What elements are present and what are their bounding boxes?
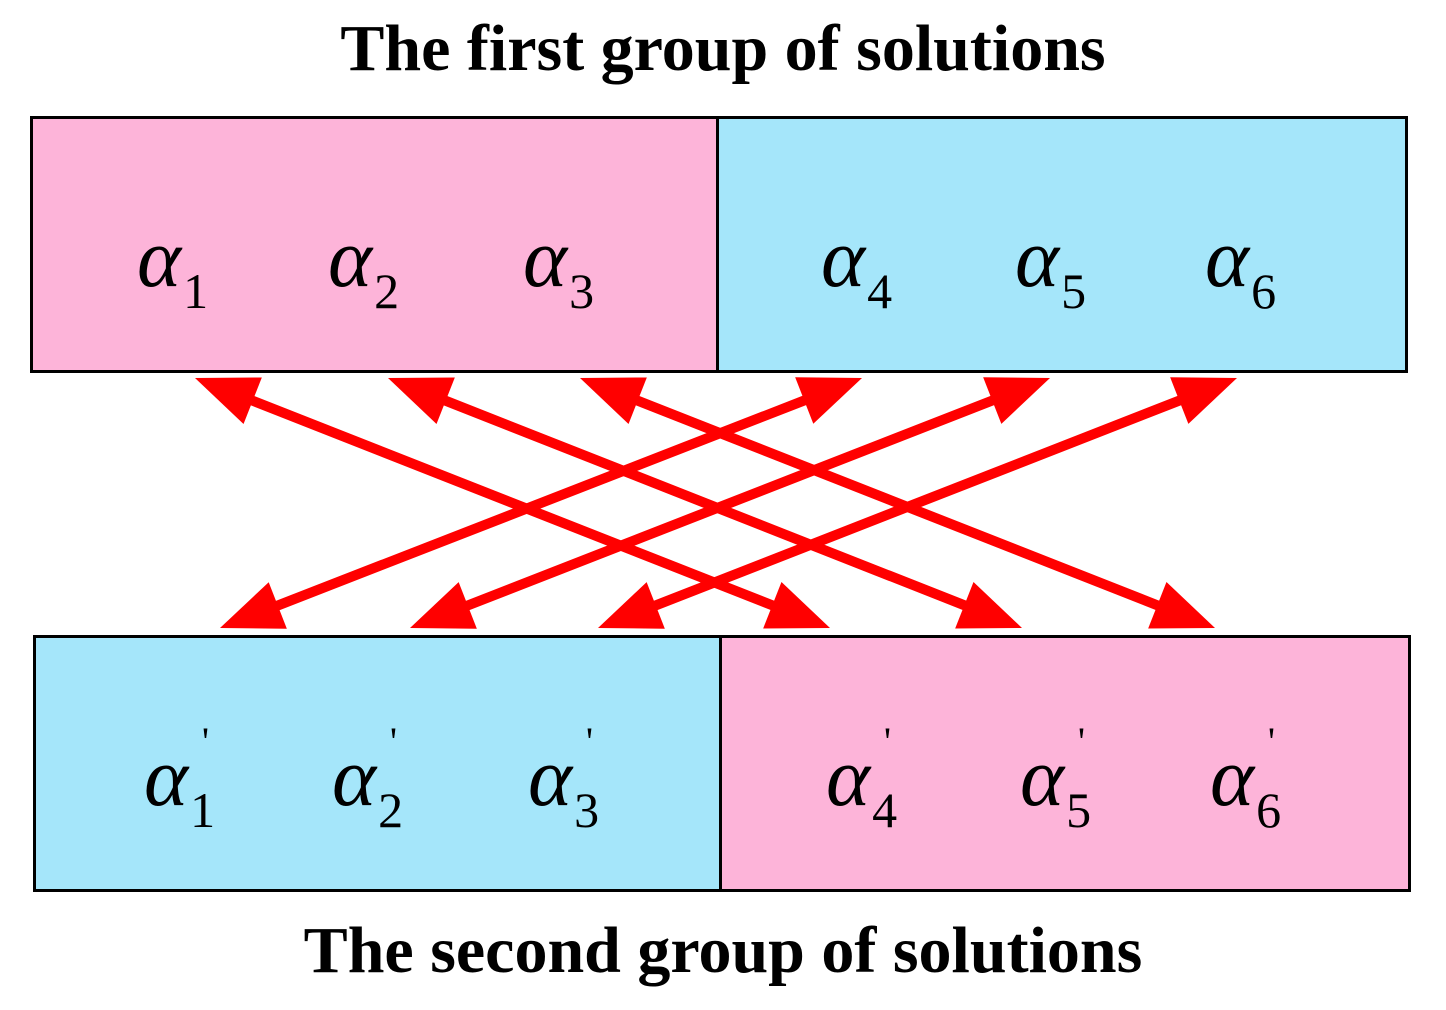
arrowhead-4-1-top <box>795 377 862 424</box>
alpha-prime-5: α'5 <box>1020 719 1092 838</box>
arrow-line-1-4 <box>244 393 781 613</box>
arrowhead-4-1-bottom <box>220 582 287 629</box>
alpha-prime-6: α'6 <box>1210 719 1282 838</box>
arrowhead-1-4-top <box>195 377 262 424</box>
arrow-line-5-2 <box>459 393 1001 613</box>
alpha-4: α4 <box>821 212 893 319</box>
arrowhead-3-6-bottom <box>1148 582 1215 629</box>
alpha-prime-4: α'4 <box>826 719 898 838</box>
arrowhead-1-4-bottom <box>763 582 830 629</box>
second-group-left-half <box>36 638 722 889</box>
arrowhead-6-3-bottom <box>598 582 665 629</box>
first-group-box: α1 α2 α3 α4 α5 α6 <box>30 116 1408 373</box>
arrowhead-2-5-bottom <box>955 581 1022 629</box>
arrowhead-5-2-top <box>983 377 1050 424</box>
second-group-right-half <box>722 638 1408 889</box>
alpha-prime-3: α'3 <box>528 719 600 838</box>
second-group-box: α'1 α'2 α'3 α'4 α'5 α'6 <box>33 635 1411 892</box>
first-group-left-half <box>33 119 719 370</box>
second-group-title: The second group of solutions <box>303 914 1143 987</box>
arrow-line-6-3 <box>647 393 1188 613</box>
arrow-line-2-5 <box>437 393 973 613</box>
alpha-prime-2: α'2 <box>332 719 404 838</box>
arrowhead-6-3-top <box>1170 377 1237 424</box>
arrowhead-2-5-top <box>388 377 455 425</box>
first-group-title: The first group of solutions <box>340 12 1106 85</box>
alpha-3: α3 <box>523 212 595 319</box>
alpha-1: α1 <box>137 212 209 319</box>
alpha-6: α6 <box>1205 212 1277 319</box>
alpha-prime-1: α'1 <box>144 719 216 838</box>
alpha-5: α5 <box>1015 212 1087 319</box>
alpha-2: α2 <box>328 212 400 319</box>
arrowhead-3-6-top <box>580 377 647 424</box>
arrowhead-5-2-bottom <box>410 582 477 629</box>
arrow-line-4-1 <box>269 393 813 613</box>
first-group-right-half <box>719 119 1405 370</box>
